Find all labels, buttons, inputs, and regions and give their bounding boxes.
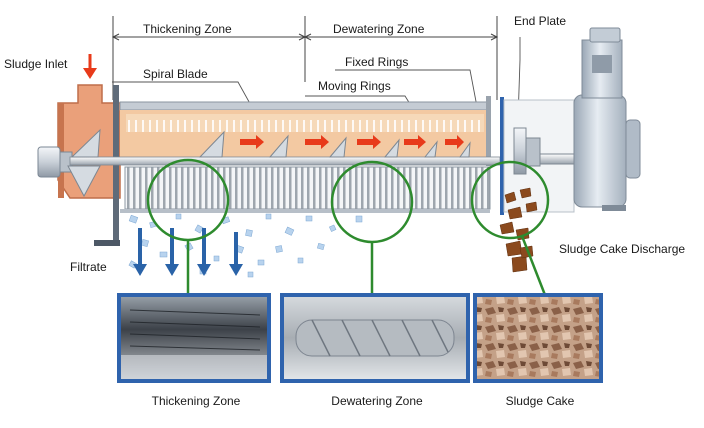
cake-chunks <box>499 187 538 273</box>
caption-thickening-zone: Thickening Zone <box>151 394 241 408</box>
left-bearing <box>37 146 73 178</box>
filtrate-droplets <box>128 213 363 278</box>
photo-sludge-cake <box>473 293 603 383</box>
screw-shaft <box>69 156 501 166</box>
spiral-blades <box>67 128 471 198</box>
zoom-circles <box>146 158 550 296</box>
inlet-arrow <box>83 54 97 79</box>
screw-drum-top <box>119 96 491 166</box>
photo-thickening <box>117 293 271 383</box>
caption-dewatering-zone: Dewatering Zone <box>331 394 423 408</box>
label-dewatering-zone: Dewatering Zone <box>333 22 425 36</box>
motor <box>573 27 641 211</box>
caption-sludge-cake: Sludge Cake <box>505 394 575 408</box>
drive-housing <box>500 97 575 215</box>
screen-rings-bottom <box>120 166 491 213</box>
zone-dimension-lines <box>111 16 499 100</box>
label-thickening-zone: Thickening Zone <box>143 22 232 36</box>
flow-arrows <box>240 135 464 149</box>
label-moving-rings: Moving Rings <box>318 79 391 93</box>
label-spiral-blade: Spiral Blade <box>143 67 208 81</box>
label-fixed-rings: Fixed Rings <box>345 55 409 69</box>
label-filtrate: Filtrate <box>70 260 107 274</box>
label-sludge-cake-discharge: Sludge Cake Discharge <box>559 242 686 256</box>
label-end-plate: End Plate <box>514 14 567 28</box>
filtrate-arrows <box>133 228 243 276</box>
photo-dewatering <box>280 293 470 383</box>
label-sludge-inlet: Sludge Inlet <box>4 57 68 71</box>
